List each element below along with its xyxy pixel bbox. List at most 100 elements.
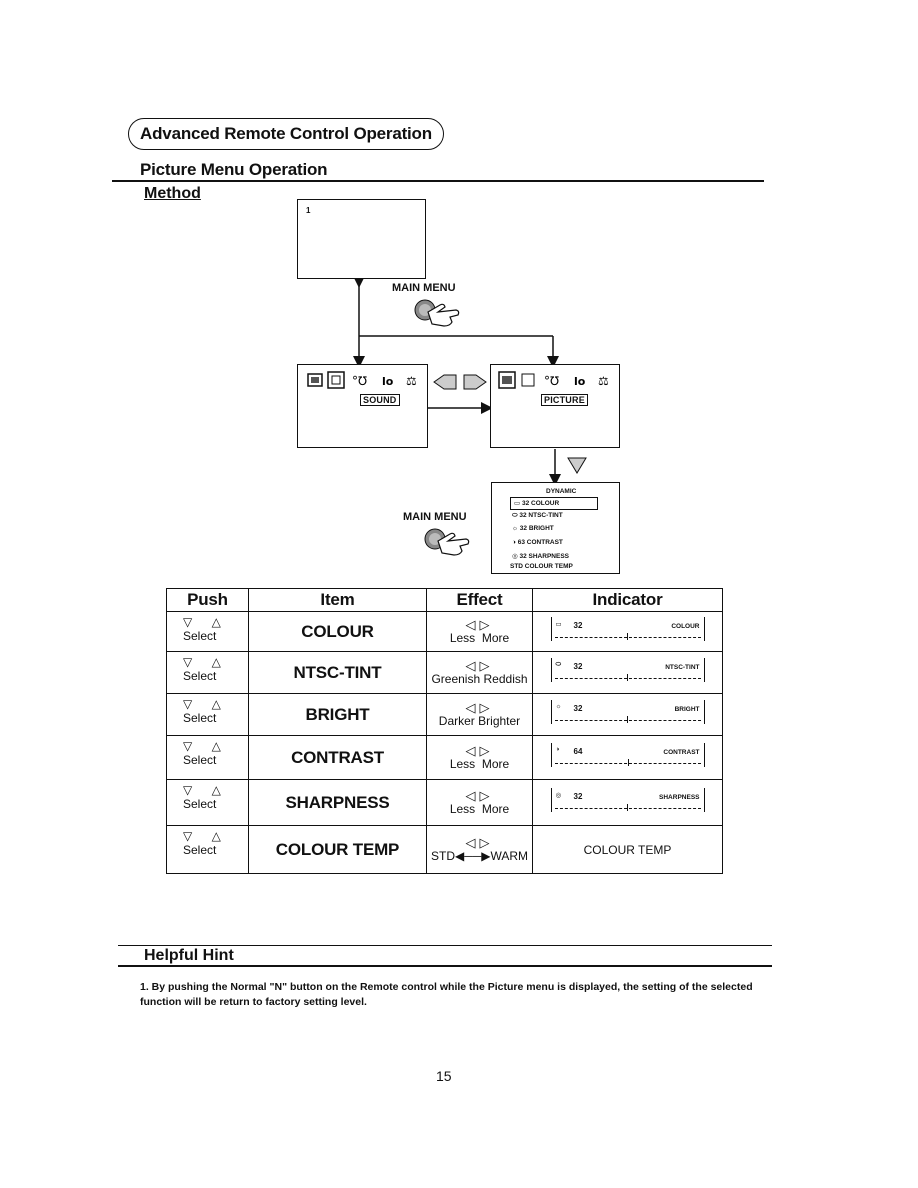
contrast-icon: ◑	[555, 746, 560, 753]
menu-row-ntsc-tint: ⬭ 32 NTSC-TINT	[512, 512, 563, 519]
indicator-bar: ☼ 32 BRIGHT	[550, 700, 705, 724]
effect-right: Brighter	[478, 714, 521, 728]
main-menu-button-press-icon	[424, 528, 470, 556]
tint-icon: ⬭	[512, 512, 518, 519]
down-up-arrows-icon: ▽ △	[183, 739, 229, 753]
effect-cell: ◁▷ Less More	[426, 779, 533, 826]
tv-screen-picture-menu: °℧ lo ⚖ PICTURE	[490, 364, 620, 448]
indicator-value: 32	[573, 621, 583, 630]
indicator-value: 32	[573, 704, 583, 713]
effect-cell: ◁▷ Less More	[426, 611, 533, 652]
item-cell: SHARPNESS	[248, 779, 427, 826]
effect-left: Less	[449, 757, 476, 771]
push-label: Select	[183, 753, 217, 767]
indicator-value: 64	[573, 747, 583, 756]
svg-text:°℧: °℧	[352, 374, 367, 388]
push-cell: ▽ △ Select	[166, 611, 249, 652]
indicator-cell: ◑ 64 CONTRAST	[532, 735, 723, 780]
left-right-arrows-icon: ◁▷	[465, 617, 494, 632]
indicator-name: COLOUR	[671, 623, 700, 630]
hint-rule	[118, 945, 772, 946]
effect-right: Reddish	[483, 672, 528, 686]
table-row: ▽ △ Select SHARPNESS ◁▷ Less More ◎ 32 S…	[166, 779, 723, 826]
push-label: Select	[183, 629, 217, 643]
sun-icon: ☼	[512, 525, 518, 532]
tv-screen-picture-adjust: DYNAMIC ▭ 32 COLOUR ⬭ 32 NTSC-TINT ☼ 32 …	[491, 482, 620, 574]
indicator-cell: ⬭ 32 NTSC-TINT	[532, 651, 723, 694]
indicator-value: 32	[573, 792, 583, 801]
effect-left: Greenish	[431, 672, 481, 686]
screen-number: 1	[306, 206, 311, 215]
table-row: ▽ △ Select COLOUR TEMP ◁▷ STD◀──▶WARM CO…	[166, 825, 723, 874]
contrast-icon: ◑	[512, 539, 516, 546]
indicator-name: NTSC-TINT	[665, 664, 700, 671]
svg-text:⚖: ⚖	[406, 374, 417, 388]
indicator-cell: ☼ 32 BRIGHT	[532, 693, 723, 736]
indicator-name: CONTRAST	[663, 749, 700, 756]
indicator-cell: ◎ 32 SHARPNESS	[532, 779, 723, 826]
picture-mode: DYNAMIC	[546, 488, 577, 495]
menu-footer: STD COLOUR TEMP	[510, 563, 573, 570]
indicator-bar: ⬭ 32 NTSC-TINT	[550, 658, 705, 682]
indicator-bar: ▭ 32 COLOUR	[550, 617, 705, 641]
push-label: Select	[183, 711, 217, 725]
header-indicator: Indicator	[532, 588, 723, 612]
header-item: Item	[248, 588, 427, 612]
left-right-arrows-icon: ◁▷	[465, 835, 494, 850]
left-right-arrows-icon: ◁▷	[465, 658, 494, 673]
menu-row-colour: ▭ 32 COLOUR	[514, 500, 560, 507]
main-menu-label: MAIN MENU	[403, 511, 467, 523]
picture-tag: PICTURE	[541, 394, 588, 406]
diagram-connectors	[353, 276, 561, 486]
indicator-cell: ▭ 32 COLOUR	[532, 611, 723, 652]
push-cell: ▽ △ Select	[166, 779, 249, 826]
down-up-arrows-icon: ▽ △	[183, 829, 229, 843]
svg-text:⚖: ⚖	[598, 374, 609, 388]
indicator-name: BRIGHT	[674, 706, 700, 713]
effect-left: STD	[430, 849, 455, 863]
item-cell: NTSC-TINT	[248, 651, 427, 694]
left-right-arrows-icon: ◁▷	[465, 700, 494, 715]
table-header-row: Push Item Effect Indicator	[166, 588, 723, 612]
effect-cell: ◁▷ Greenish Reddish	[426, 651, 533, 694]
down-up-arrows-icon: ▽ △	[183, 615, 229, 629]
picture-settings-table: Push Item Effect Indicator ▽ △ Select CO…	[166, 588, 723, 874]
down-up-arrows-icon: ▽ △	[183, 655, 229, 669]
down-arrow-icon	[567, 457, 587, 474]
left-right-arrows-icon: ◁▷	[465, 788, 494, 803]
colour-icon: ▭	[514, 500, 521, 507]
page-number: 15	[436, 1068, 452, 1084]
effect-cell: ◁▷ Darker Brighter	[426, 693, 533, 736]
double-arrow-icon: ◀──▶	[454, 849, 491, 863]
push-label: Select	[183, 797, 217, 811]
tv-screen-sound-menu: °℧ lo ⚖ SOUND	[297, 364, 428, 448]
push-cell: ▽ △ Select	[166, 693, 249, 736]
item-cell: COLOUR	[248, 611, 427, 652]
effect-left: Less	[449, 631, 476, 645]
header-push: Push	[166, 588, 249, 612]
sun-icon: ☼	[555, 703, 562, 710]
push-label: Select	[183, 669, 217, 683]
subtitle-rule	[112, 180, 764, 182]
table-row: ▽ △ Select BRIGHT ◁▷ Darker Brighter ☼ 3…	[166, 693, 723, 736]
indicator-bar: ◎ 32 SHARPNESS	[550, 788, 705, 812]
item-cell: CONTRAST	[248, 735, 427, 780]
effect-left: Less	[449, 802, 476, 816]
selected-item-highlight	[510, 497, 598, 510]
push-cell: ▽ △ Select	[166, 651, 249, 694]
svg-text:°℧: °℧	[544, 374, 559, 388]
menu-icon-row: °℧ lo ⚖	[498, 371, 609, 389]
effect-cell: ◁▷ STD◀──▶WARM	[426, 825, 533, 874]
effect-cell: ◁▷ Less More	[426, 735, 533, 780]
sharpness-icon: ◎	[555, 792, 562, 799]
push-cell: ▽ △ Select	[166, 825, 249, 874]
menu-row-sharpness: ◎ 32 SHARPNESS	[512, 553, 569, 560]
main-menu-button-press-icon	[414, 299, 460, 327]
effect-right: More	[481, 757, 510, 771]
item-cell: BRIGHT	[248, 693, 427, 736]
push-cell: ▽ △ Select	[166, 735, 249, 780]
svg-text:lo: lo	[382, 375, 394, 388]
header-effect: Effect	[426, 588, 533, 612]
hint-title: Helpful Hint	[144, 947, 234, 964]
method-label: Method	[144, 185, 201, 202]
